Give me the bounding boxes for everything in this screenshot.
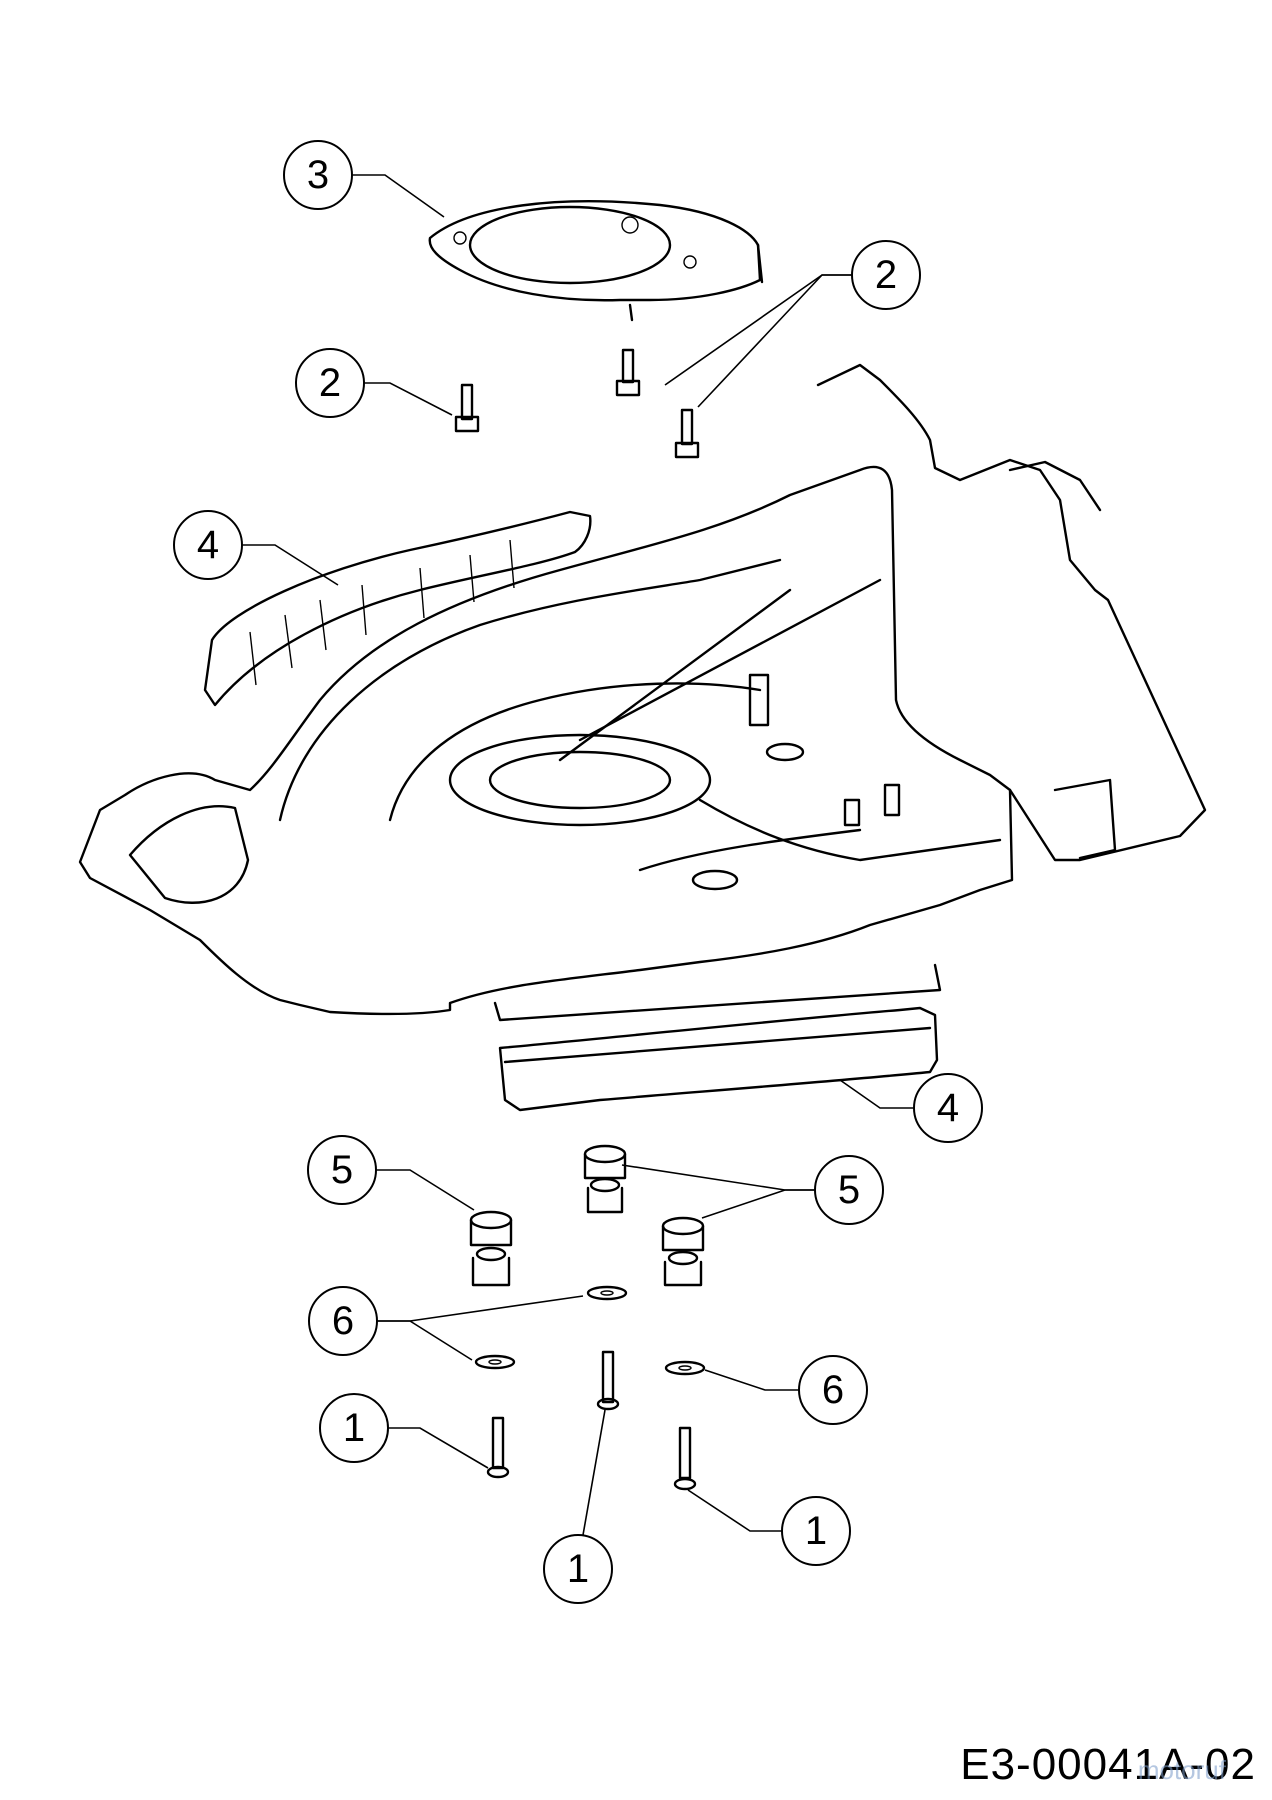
callout-label: 2: [319, 361, 341, 405]
callout-1: 1: [319, 1393, 389, 1463]
callout-label: 2: [875, 253, 897, 297]
part-1-screw: [486, 1416, 510, 1479]
callout-label: 5: [838, 1168, 860, 1212]
callout-label: 1: [343, 1406, 365, 1450]
callout-3: 3: [283, 140, 353, 210]
part-6-washer: [664, 1360, 706, 1376]
watermark-logo: motoruf: [1137, 1755, 1226, 1785]
part-1-screw: [596, 1350, 620, 1411]
callout-label: 6: [332, 1299, 354, 1343]
part-6-washer: [474, 1354, 516, 1370]
leader-lines: [242, 174, 914, 1536]
part-4-front-bumper: [498, 1006, 939, 1112]
callout-6: 6: [308, 1286, 378, 1356]
part-2-bolt: [454, 383, 480, 433]
part-2-bolt: [615, 348, 641, 397]
callout-5: 5: [307, 1135, 377, 1205]
callout-5: 5: [814, 1155, 884, 1225]
drawing-code: E3-00041A-02: [960, 1740, 1256, 1789]
callout-4: 4: [173, 510, 243, 580]
callout-label: 4: [937, 1086, 959, 1130]
callout-label: 1: [805, 1509, 827, 1553]
part-2-bolt: [674, 408, 700, 459]
part-4-rear-bumper: [203, 510, 592, 707]
callout-2: 2: [295, 348, 365, 418]
part-1-screw: [673, 1426, 697, 1491]
callout-6: 6: [798, 1355, 868, 1425]
callout-label: 6: [822, 1368, 844, 1412]
callout-label: 5: [331, 1148, 353, 1192]
callout-4: 4: [913, 1073, 983, 1143]
part-5-spacer: [469, 1210, 513, 1287]
callout-2: 2: [851, 240, 921, 310]
mower-deck-housing: [78, 363, 1207, 1022]
part-5-spacer: [583, 1144, 627, 1214]
callout-label: 1: [567, 1547, 589, 1591]
part-3-mounting-ring: [428, 200, 764, 322]
callout-label: 3: [307, 153, 329, 197]
callout-1: 1: [543, 1534, 613, 1604]
callout-1: 1: [781, 1496, 851, 1566]
part-6-washer: [586, 1285, 628, 1301]
part-5-spacer: [661, 1216, 705, 1287]
callout-label: 4: [197, 523, 219, 567]
